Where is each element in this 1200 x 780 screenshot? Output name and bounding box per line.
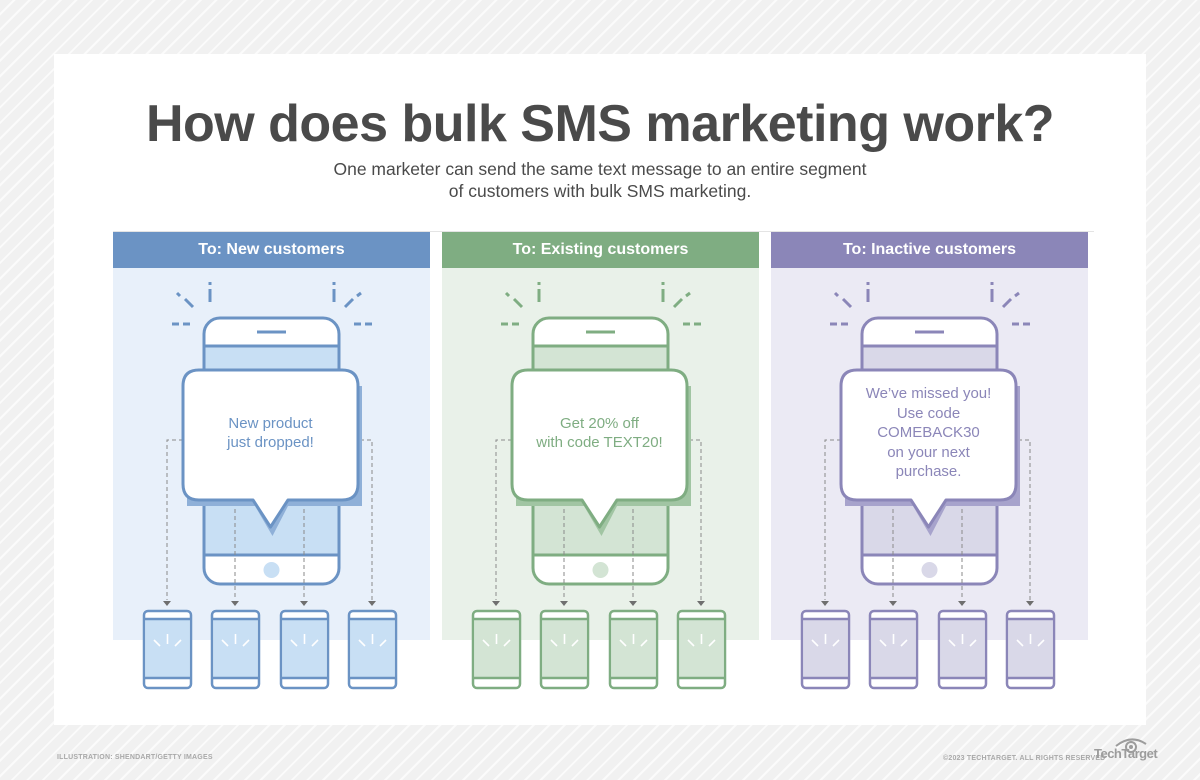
recipient-phone-icon [800, 609, 851, 690]
recipient-phone-icon [1005, 609, 1056, 690]
message-line: purchase. [895, 463, 962, 481]
recipient-phone-icon [608, 609, 659, 690]
message-line: just dropped! [227, 434, 314, 451]
subtitle-line-2: of customers with bulk SMS marketing. [448, 181, 752, 201]
copyright-notice: ©2023 TECHTARGET. ALL RIGHTS RESERVED [943, 755, 1106, 762]
divider [113, 231, 1094, 232]
message-line: with code TEXT20! [536, 434, 663, 451]
message-line: We’ve missed you! [865, 385, 992, 403]
arrowhead-icons [163, 601, 376, 606]
panel-new-customers: To: New customers [113, 232, 430, 690]
sms-broadcast-illustration [800, 282, 1056, 690]
broadcast-arrows [495, 439, 702, 600]
recipient-phone-icon [142, 609, 193, 690]
recipient-phone-icon [868, 609, 919, 690]
recipient-phones [471, 609, 727, 690]
arrowhead-icons [821, 601, 1034, 606]
speech-bubble [839, 368, 1018, 529]
notification-sparkle-icon [501, 282, 701, 326]
subtitle: One marketer can send the same text mess… [0, 158, 1200, 202]
recipient-phone-icon [347, 609, 398, 690]
notification-sparkle-icon [172, 282, 372, 326]
sms-message-text: Get 20% off with code TEXT20! [512, 414, 687, 453]
recipient-phone-icon [210, 609, 261, 690]
broadcast-arrows [824, 439, 1031, 600]
sms-broadcast-illustration [471, 282, 727, 690]
panel-header: To: New customers [113, 232, 430, 268]
message-line: New product [228, 414, 313, 432]
recipient-phone-icon [279, 609, 330, 690]
recipient-phone-icon [539, 609, 590, 690]
sms-broadcast-illustration [142, 282, 398, 690]
panel-header: To: Inactive customers [771, 232, 1088, 268]
recipient-phone-icon [471, 609, 522, 690]
message-line: on your next [887, 443, 970, 461]
message-line: Use code [896, 404, 961, 422]
speech-bubble [181, 368, 360, 529]
panel-inactive-customers: To: Inactive customers [771, 232, 1088, 690]
panel-header: To: Existing customers [442, 232, 759, 268]
recipient-phones [142, 609, 398, 690]
broadcast-arrows [166, 439, 373, 600]
subtitle-line-1: One marketer can send the same text mess… [333, 159, 867, 179]
message-line: COMEBACK30 [877, 424, 980, 442]
message-line: Get 20% off [560, 414, 639, 432]
panel-existing-customers: To: Existing customers [442, 232, 759, 690]
recipient-phones [800, 609, 1056, 690]
notification-sparkle-icon [830, 282, 1030, 326]
arrowhead-icons [492, 601, 705, 606]
techtarget-eye-icon [1115, 738, 1147, 753]
techtarget-logo[interactable]: TechTarget [1094, 746, 1158, 761]
page-title: How does bulk SMS marketing work? [145, 95, 1055, 153]
illustration-credit: ILLUSTRATION: SHENDART/GETTY IMAGES [57, 754, 213, 761]
sms-message-text: New product just dropped! [183, 414, 358, 453]
speech-bubble [510, 368, 689, 529]
recipient-phone-icon [937, 609, 988, 690]
recipient-phone-icon [676, 609, 727, 690]
